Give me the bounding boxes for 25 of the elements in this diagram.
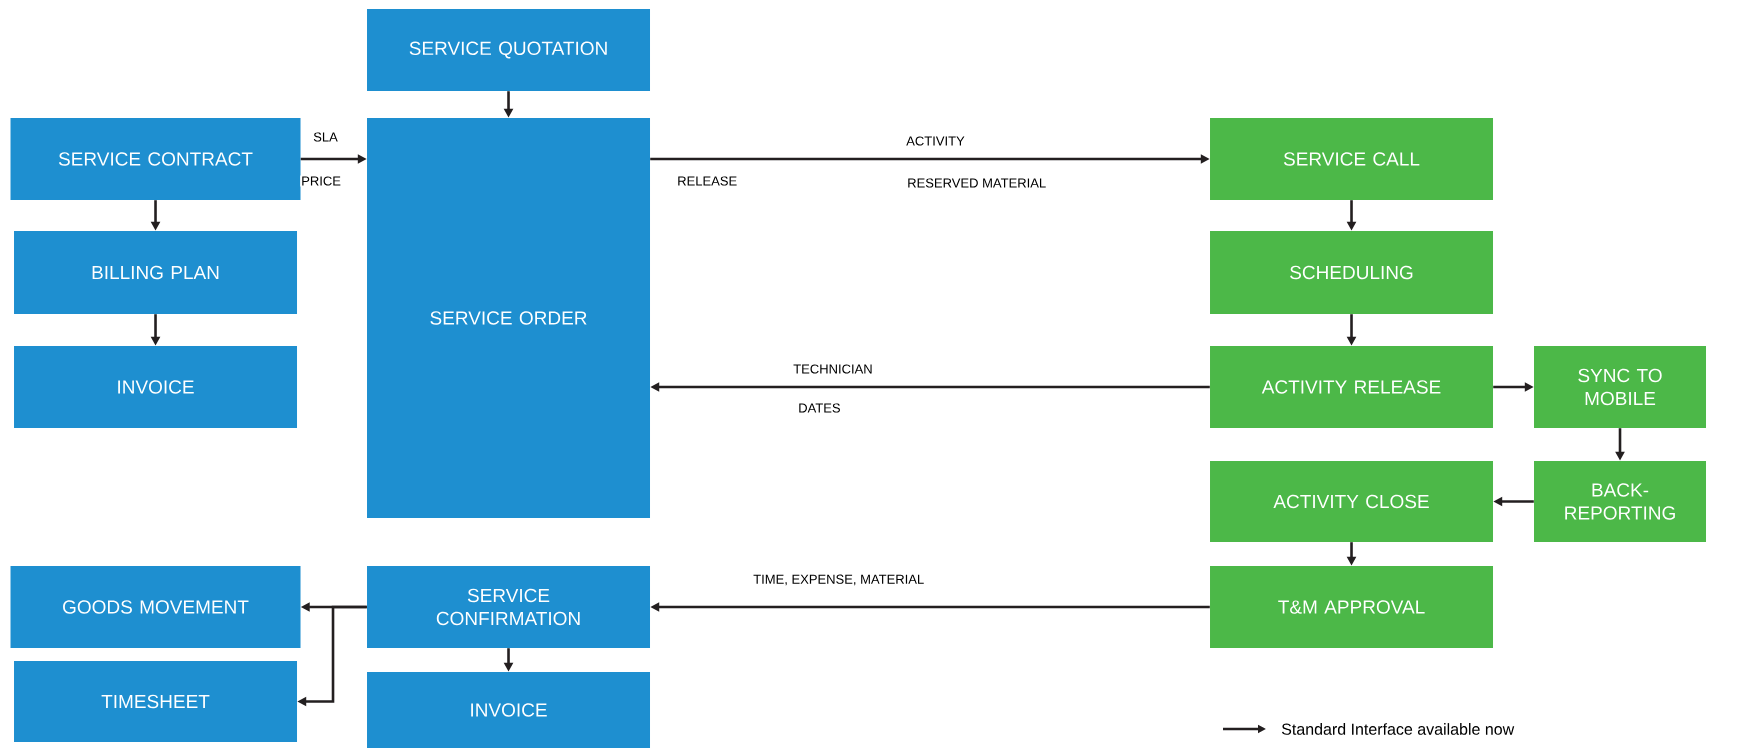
edge-label: ACTIVITY [905,135,966,147]
interface-label: DATES [797,402,842,414]
process-box: SERVICE CALL [1210,118,1493,200]
process-box: INVOICE [367,672,650,748]
process-box: BILLING PLAN [14,231,297,314]
edge-label: SLA [312,131,339,143]
process-box: BACK-REPORTING [1534,461,1706,542]
edge-label: TIME, EXPENSE, MATERIAL [752,573,926,587]
interface-label: RESERVED MATERIAL [906,177,1048,189]
process-box: SERVICE ORDER [367,118,650,518]
process-box: ACTIVITY RELEASE [1210,346,1493,428]
interface-label: RELEASE [676,175,739,187]
process-box: ACTIVITY CLOSE [1210,461,1493,542]
process-box: INVOICE [14,346,297,428]
process-box: SERVICE QUOTATION [367,9,650,91]
process-box: GOODS MOVEMENT [10,566,301,648]
process-box: TIMESHEET [14,661,297,742]
process-box: SERVICE CONTRACT [10,118,301,200]
legend-text: Standard Interface available now [1281,723,1515,735]
process-box: SYNC TO MOBILE [1534,346,1706,428]
process-box: SERVICE CONFIRMATION [367,566,650,648]
process-box: T&M APPROVAL [1210,566,1493,648]
process-box: SCHEDULING [1210,231,1493,314]
interface-label: PRICE [300,175,342,187]
edge-label: TECHNICIAN [792,363,874,375]
